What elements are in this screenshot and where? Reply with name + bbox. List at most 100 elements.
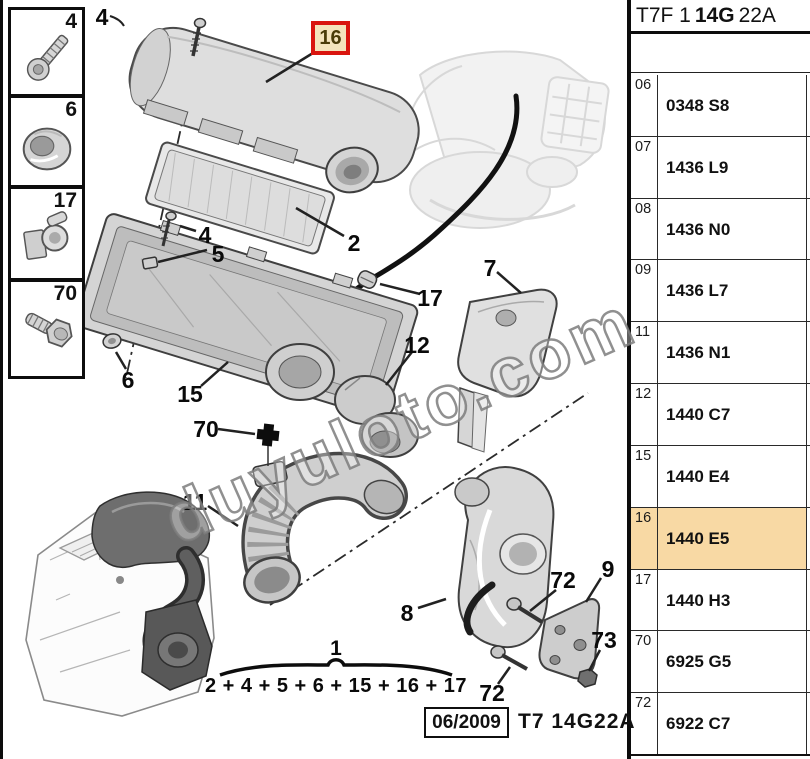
- housing-throat: [265, 343, 335, 401]
- assembly-group-formula: 1 2 + 4 + 5 + 6 + 15 + 16 + 17: [205, 637, 467, 697]
- leader-lines: [109, 15, 603, 685]
- filter-element: [145, 141, 335, 255]
- legend-ref: 4: [65, 10, 77, 33]
- callout-8: 8: [401, 600, 414, 626]
- selected-callout-box: 16: [311, 21, 350, 55]
- grommet-6: [102, 333, 122, 349]
- row-ref: 06: [631, 75, 658, 136]
- selected-callout-label: 16: [319, 26, 342, 49]
- row-part-number: 1436 N1: [658, 322, 807, 384]
- row-part-number: 6925 G5: [658, 631, 807, 693]
- side-cover: [457, 288, 558, 453]
- plate-title-suffix: 22A: [738, 4, 776, 27]
- plate-code: T7 14G22A: [518, 710, 636, 733]
- bracket-screw-upper: [506, 597, 544, 624]
- legend-ref: 6: [65, 98, 77, 121]
- row-ref: 08: [631, 198, 658, 260]
- callout-72-lower: 72: [479, 680, 505, 706]
- bracket-screw-lower: [490, 645, 528, 671]
- row-part-number: 1436 N0: [658, 198, 807, 260]
- callout-6: 6: [122, 367, 135, 393]
- table-subheader: [631, 34, 810, 73]
- nut-5: [141, 256, 159, 270]
- row-part-number: 1440 C7: [658, 384, 807, 445]
- screw-icon: [26, 34, 69, 81]
- row-ref: 11: [631, 322, 658, 384]
- exploded-diagram: 4 2 4 5 17 6 15 12 7 70 11 8 72 9 73 72 …: [25, 4, 617, 717]
- row-ref: 17: [631, 569, 658, 631]
- bracket-nut-73: [577, 668, 598, 688]
- row-part-number: 1440 E4: [658, 445, 807, 507]
- group-brace: [219, 658, 453, 677]
- intake-hose: [241, 446, 408, 604]
- callout-17: 17: [417, 285, 443, 311]
- page-left-border: [0, 0, 3, 759]
- screw-mid: [161, 211, 177, 247]
- callout-4-top: 4: [96, 4, 109, 30]
- row-part-number: 0348 S8: [658, 75, 807, 136]
- row-ref: 09: [631, 260, 658, 322]
- legend-ref: 17: [53, 189, 77, 212]
- resonator-elbow: [334, 375, 419, 458]
- callout-72-upper: 72: [550, 567, 576, 593]
- bolt-icon: [25, 312, 73, 348]
- engine-assembly: [25, 491, 215, 717]
- callout-9: 9: [602, 556, 615, 582]
- cable-clip-17: [357, 270, 378, 289]
- callout-4-mid: 4: [199, 222, 212, 248]
- callout-11: 11: [183, 489, 208, 515]
- revision-date-box: 06/2009: [424, 707, 509, 738]
- legend-ref: 70: [53, 282, 77, 305]
- callout-12: 12: [404, 332, 430, 358]
- cover-outlet: [325, 146, 379, 194]
- plate-title-prefix: T7F 1: [636, 4, 691, 27]
- callout-70: 70: [193, 416, 219, 442]
- grommet-icon: [22, 127, 72, 171]
- legend-box-17: 17: [8, 186, 85, 281]
- callout-7: 7: [484, 255, 497, 281]
- air-cleaner-cover: [128, 26, 420, 184]
- row-ref: 70: [631, 631, 658, 693]
- row-part-number: 6922 C7: [658, 693, 807, 754]
- legend-box-6: 6: [8, 95, 85, 188]
- callout-15: 15: [177, 381, 203, 407]
- plate-title-bold: 14G: [694, 4, 735, 27]
- clip-icon: [23, 211, 69, 260]
- air-box: [454, 466, 555, 649]
- callout-73: 73: [591, 627, 617, 653]
- mounting-bracket: [538, 598, 601, 680]
- row-ref: 12: [631, 384, 658, 445]
- revision-date: 06/2009: [432, 711, 501, 733]
- row-part-number: 1436 L7: [658, 260, 807, 322]
- legend-box-4: 4: [8, 7, 85, 97]
- plus-marker: [256, 423, 280, 447]
- row-ref: 15: [631, 445, 658, 507]
- row-part-number: 1440 E5: [658, 507, 807, 569]
- group-number: 1: [330, 637, 342, 660]
- engine-bay-inset: [409, 50, 610, 229]
- screw-top: [190, 17, 207, 57]
- row-ref: 72: [631, 693, 658, 754]
- legend-box-70: 70: [8, 279, 85, 379]
- row-ref: 16: [631, 507, 658, 569]
- group-expression: 2 + 4 + 5 + 6 + 15 + 16 + 17: [205, 675, 467, 697]
- callout-5: 5: [212, 241, 225, 267]
- row-part-number: 1436 L9: [658, 136, 807, 198]
- row-ref: 07: [631, 136, 658, 198]
- row-part-number: 1440 H3: [658, 569, 807, 631]
